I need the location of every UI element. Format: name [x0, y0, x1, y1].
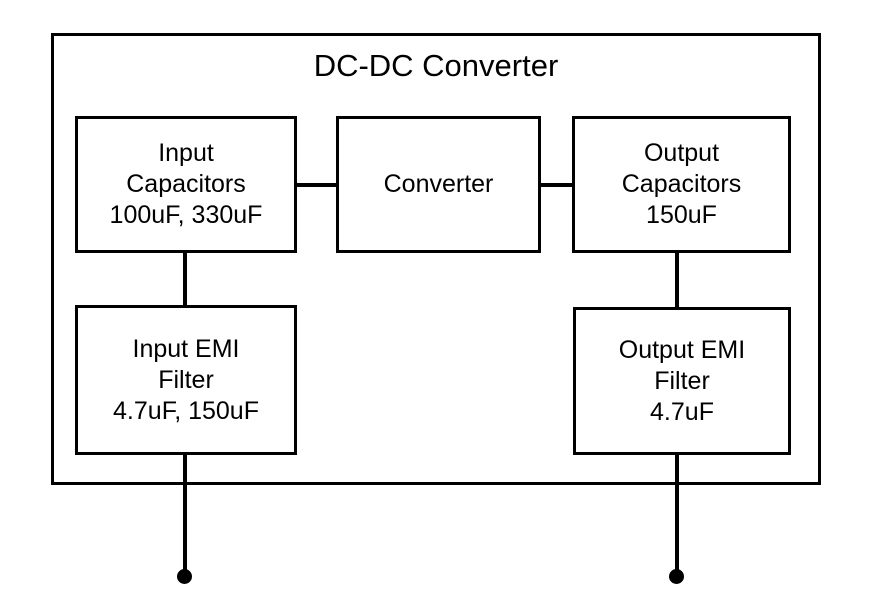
diagram-title: DC-DC Converter	[313, 48, 559, 83]
output-terminal-dot-icon	[669, 569, 684, 584]
block-output-capacitors-line-1: Output	[643, 139, 720, 167]
block-input-capacitors-line-3: 100uF, 330uF	[109, 201, 263, 229]
connector-input-emi-filter-to-input-terminal	[183, 453, 187, 577]
connector-output-emi-filter-to-output-terminal	[675, 453, 679, 577]
block-output-capacitors: Output Capacitors 150uF	[572, 116, 791, 253]
block-output-capacitors-line-3: 150uF	[646, 201, 717, 229]
block-output-capacitors-line-2: Capacitors	[621, 170, 742, 198]
block-input-emi-filter: Input EMI Filter 4.7uF, 150uF	[75, 305, 297, 455]
input-terminal-dot-icon	[177, 569, 192, 584]
connector-input-capacitors-to-input-emi-filter	[183, 251, 187, 307]
block-input-capacitors-line-2: Capacitors	[126, 170, 246, 198]
block-converter-line-1: Converter	[383, 170, 494, 198]
block-converter: Converter	[336, 116, 541, 253]
block-output-emi-filter: Output EMI Filter 4.7uF	[573, 307, 791, 455]
connector-input-capacitors-to-converter	[295, 183, 338, 187]
connector-converter-to-output-capacitors	[539, 183, 574, 187]
block-output-emi-filter-line-2: Filter	[654, 366, 710, 395]
block-input-emi-filter-line-3: 4.7uF, 150uF	[113, 396, 259, 425]
block-output-emi-filter-line-3: 4.7uF	[650, 397, 714, 426]
block-input-emi-filter-line-1: Input EMI	[132, 334, 240, 363]
block-output-emi-filter-line-1: Output EMI	[618, 335, 746, 364]
connector-output-capacitors-to-output-emi-filter	[675, 251, 679, 309]
block-input-capacitors: Input Capacitors 100uF, 330uF	[75, 116, 297, 253]
block-input-capacitors-line-1: Input	[158, 139, 214, 167]
dc-dc-converter-enclosure	[51, 33, 821, 485]
block-input-emi-filter-line-2: Filter	[158, 365, 214, 394]
